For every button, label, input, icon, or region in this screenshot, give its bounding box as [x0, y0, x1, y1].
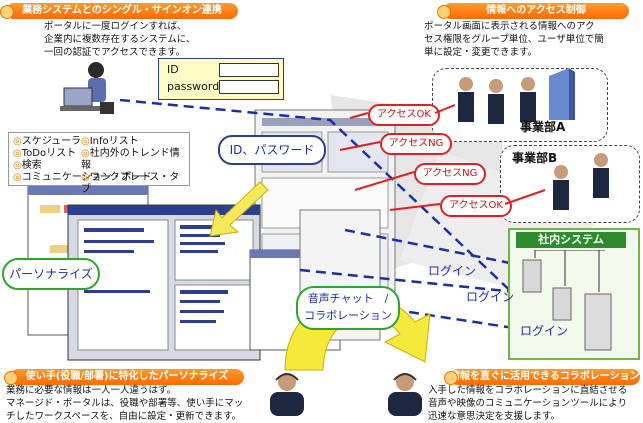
division-b-label: 事業部B — [512, 151, 558, 165]
access-ok-badge: アクセスOK — [368, 104, 440, 126]
id-password-label: ID、パスワード — [218, 135, 326, 165]
password-input[interactable] — [219, 80, 279, 94]
login-label: ログイン — [520, 324, 569, 338]
sso-desc-line: ポータルに一度ログインすれば、 — [44, 21, 187, 32]
bullet-icon: ◎ — [13, 136, 22, 147]
feature-item: ◎Infoリスト — [81, 136, 139, 147]
division-a-label: 事業部A — [520, 120, 566, 134]
collaboration-desc-line: 音声や映像のコミュニケーションツールにより — [428, 398, 628, 409]
access-ng-badge: アクセスNG — [414, 163, 486, 185]
access-desc-line: ポータル画面に表示される情報へのアク — [424, 21, 595, 32]
feature-list: ◎スケジューラ ◎ToDoリスト ◎検索 ◎コミュニケーション・ボード ◎Inf… — [8, 132, 190, 195]
headset-person-icon — [270, 373, 304, 416]
sso-banner: 業務システムとのシングル・サインオン連携 — [0, 3, 238, 19]
businessmen-icon — [553, 153, 609, 210]
personalize-banner: 使い手(役職/部署)に特化したパーソナライズ — [4, 369, 244, 385]
building-icon — [549, 68, 575, 120]
personalize-label: パーソナライズ — [2, 258, 100, 290]
bullet-icon: ◎ — [81, 136, 90, 147]
collaboration-banner: 情報を直ぐに活用できるコラボレーション連携 — [444, 369, 643, 385]
id-label: ID — [167, 63, 179, 76]
bullet-icon: ◎ — [81, 172, 90, 183]
id-input[interactable] — [219, 63, 279, 77]
personalize-desc-line: 業務に必要な情報は一人一人違うはず。 — [6, 385, 177, 396]
feature-item: ◎スケジューラ — [13, 136, 82, 147]
server-icon — [522, 250, 612, 351]
bullet-icon: ◎ — [13, 160, 22, 171]
access-desc-line: 単に設定・変更できます。 — [424, 47, 538, 58]
feature-item: ◎ワークプレース・タブ — [81, 172, 180, 195]
internal-system-label: 社内システム — [516, 232, 626, 248]
bullet-icon: ◎ — [13, 172, 22, 183]
collaboration-desc-line: 入手した情報をコラボレーションに直結させる — [428, 385, 628, 396]
access-control-banner: 情報へのアクセス制御 — [437, 3, 629, 19]
arrow-down-left-icon — [209, 181, 269, 237]
login-label: ログイン — [428, 264, 477, 278]
division-b-box — [500, 145, 640, 223]
sso-desc-line: 企業内に複数存在するシステムに、 — [44, 34, 196, 45]
feature-item: ◎検索 — [13, 160, 42, 171]
access-ng-badge: アクセスNG — [380, 133, 452, 155]
businessmen-icon — [458, 77, 536, 124]
login-label: ログイン — [466, 290, 515, 304]
collaboration-desc-line: 迅速な意思決定を支援します。 — [428, 411, 561, 422]
collaboration-description: 入手した情報をコラボレーションに直結させる 音声や映像のコミュニケーションツール… — [428, 384, 627, 423]
headset-person-icon — [388, 373, 422, 416]
laptop-user-icon — [60, 62, 114, 114]
personalize-desc-line: マネージド・ポータルは、役職や部署等、使い手にマッ — [6, 398, 244, 409]
sso-desc-line: 一回の認証でアクセスできます。 — [44, 47, 186, 58]
feature-item: ◎ToDoリスト — [13, 148, 77, 159]
personalize-description: 業務に必要な情報は一人一人違うはず。 マネージド・ポータルは、役職や部署等、使い… — [6, 384, 243, 423]
sso-description: ポータルに一度ログインすれば、 企業内に複数存在するシステムに、 一回の認証でア… — [44, 20, 195, 59]
bullet-icon: ◎ — [13, 148, 22, 159]
feature-item: ◎コミュニケーション・ボード — [13, 172, 152, 183]
password-label: password — [167, 80, 220, 93]
voice-chat-label: 音声チャット / コラボレーション — [296, 286, 400, 330]
feature-item: ◎社内外のトレンド情報 — [81, 148, 180, 171]
login-box: ID password — [158, 58, 284, 100]
access-ok-badge: アクセスOK — [440, 195, 512, 217]
access-control-description: ポータル画面に表示される情報へのアク セス権限をグループ単位、ユーザ単位で簡 単… — [424, 20, 604, 59]
bullet-icon: ◎ — [81, 148, 90, 159]
access-desc-line: セス権限をグループ単位、ユーザ単位で簡 — [424, 34, 604, 45]
personalize-desc-line: チしたワークスペースを、自由に設定・更新できます。 — [6, 411, 242, 422]
